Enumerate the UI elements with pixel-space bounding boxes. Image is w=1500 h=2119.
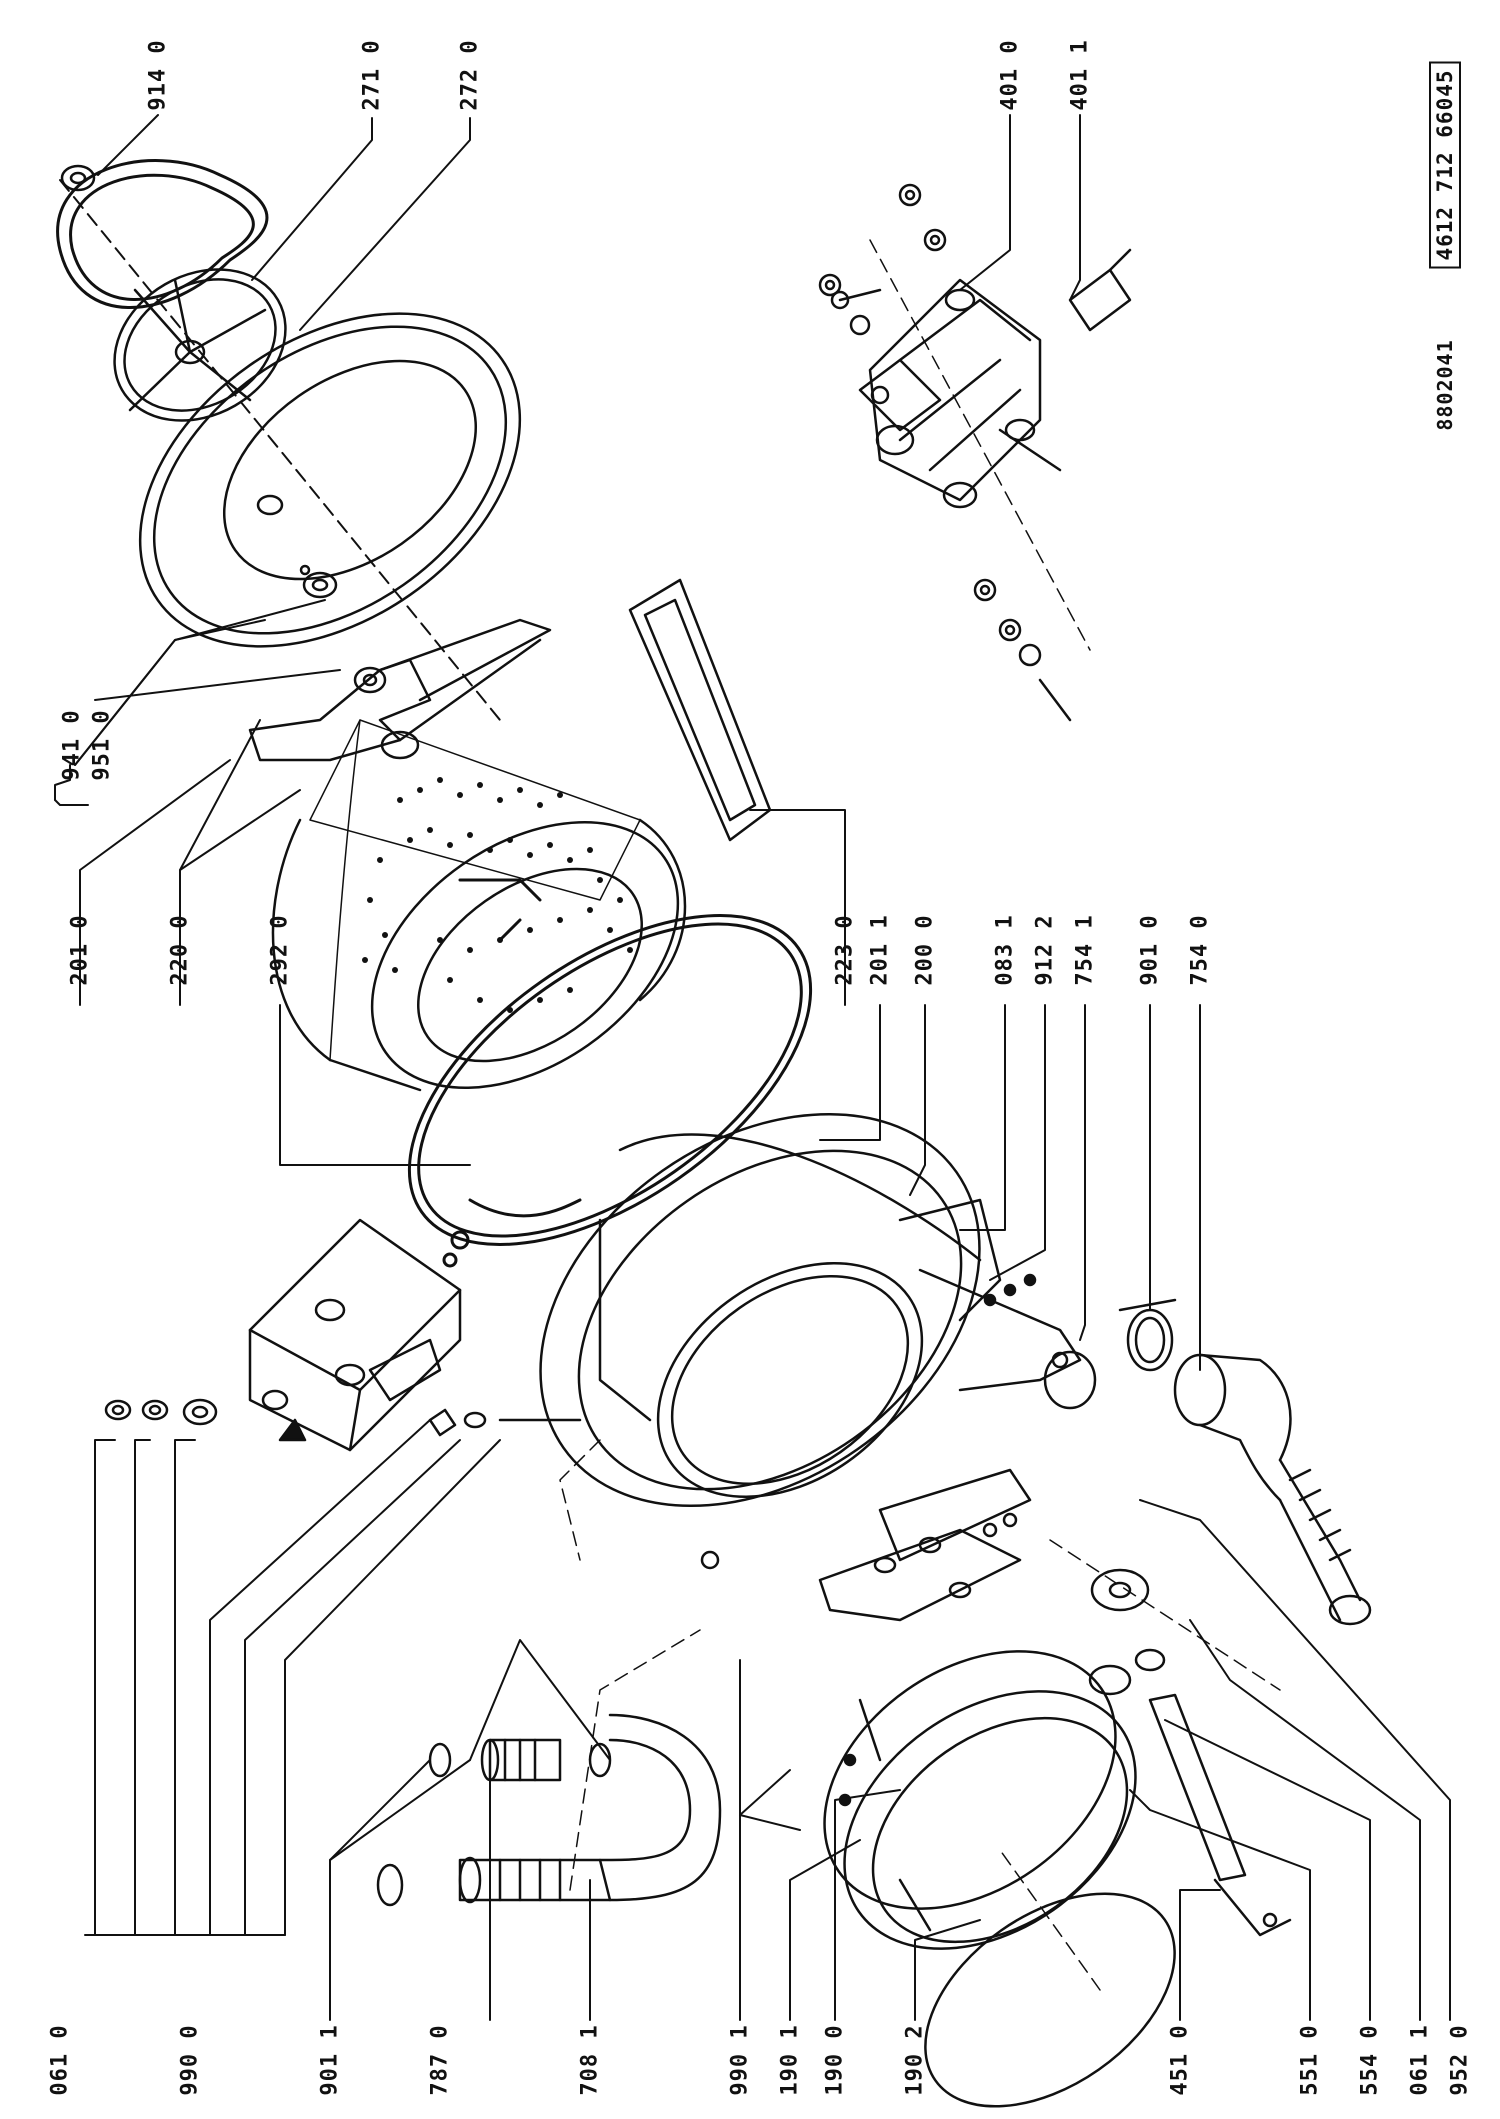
callout-190-2: 190 2 <box>902 2024 928 2096</box>
counterweight <box>248 1218 462 1452</box>
callout-201-1: 201 1 <box>867 914 893 986</box>
motor-mounting-bracket <box>858 358 942 432</box>
document-code: 4612 712 66045 <box>1429 61 1461 269</box>
callout-190-0: 190 0 <box>822 2024 848 2096</box>
callout-401-1: 401 1 <box>1067 39 1093 111</box>
drum-spider <box>248 618 552 762</box>
door-glass <box>924 1892 1176 2108</box>
pump-gasket <box>1043 1350 1097 1410</box>
callout-220-0: 220 0 <box>167 914 193 986</box>
drum-baffle <box>628 578 772 842</box>
callout-554-0: 554 0 <box>1357 2024 1383 2096</box>
pulley-nut <box>60 164 96 192</box>
drain-pump-hose <box>1173 1353 1372 1626</box>
callout-271-0: 271 0 <box>359 39 385 111</box>
small-fasteners <box>983 1273 1037 1307</box>
callout-401-0: 401 0 <box>997 39 1023 111</box>
callout-787-0: 787 0 <box>427 2024 453 2096</box>
drawing-number: 8802041 <box>1433 339 1457 431</box>
callout-901-1: 901 1 <box>317 2024 343 2096</box>
callout-061-1: 061 1 <box>1407 2024 1433 2096</box>
callout-551-0: 551 0 <box>1297 2024 1323 2096</box>
callout-901-0: 901 0 <box>1137 914 1163 986</box>
front-tub <box>539 1112 1082 1622</box>
callout-292-0: 292 0 <box>267 914 293 986</box>
callout-990-1: 990 1 <box>727 2024 753 2096</box>
thermostat <box>1090 1568 1166 1672</box>
hose-clamp <box>1118 1298 1177 1372</box>
drive-motor <box>868 278 1062 509</box>
counterweight-fasteners <box>104 1398 582 1437</box>
group-braces <box>54 764 89 806</box>
callout-941-0: 941 0 <box>59 709 85 781</box>
drum-seal-ring <box>407 913 813 1268</box>
callout-951-0: 951 0 <box>89 709 115 781</box>
callout-990-0: 990 0 <box>177 2024 203 2096</box>
callout-061-0: 061 0 <box>47 2024 73 2096</box>
callout-201-0: 201 0 <box>67 914 93 986</box>
callout-083-1: 083 1 <box>992 914 1018 986</box>
heater-gasket <box>1088 1664 1132 1696</box>
callout-952-0: 952 0 <box>1447 2024 1473 2096</box>
door-boot-seal <box>823 1650 1137 1950</box>
callout-754-0: 754 0 <box>1187 914 1213 986</box>
outlet-hose <box>376 1713 722 1907</box>
perforated-drum <box>271 719 687 1092</box>
motor-bolts <box>818 183 1072 722</box>
motor-brush <box>1068 248 1132 332</box>
callout-223-0: 223 0 <box>832 914 858 986</box>
drive-belt <box>56 159 269 309</box>
heating-element <box>1148 1693 1292 1937</box>
bearing-seal <box>353 666 387 694</box>
rear-tub-cover <box>138 312 522 648</box>
callout-754-1: 754 1 <box>1072 914 1098 986</box>
callout-200-0: 200 0 <box>912 914 938 986</box>
callout-272-0: 272 0 <box>457 39 483 111</box>
connecting-hose <box>428 1738 612 1782</box>
callout-451-0: 451 0 <box>1167 2024 1193 2096</box>
callout-190-1: 190 1 <box>777 2024 803 2096</box>
callout-708-1: 708 1 <box>577 2024 603 2096</box>
callout-912-2: 912 2 <box>1032 914 1058 986</box>
callout-914-0: 914 0 <box>145 39 171 111</box>
leader-lines <box>59 114 1451 2021</box>
